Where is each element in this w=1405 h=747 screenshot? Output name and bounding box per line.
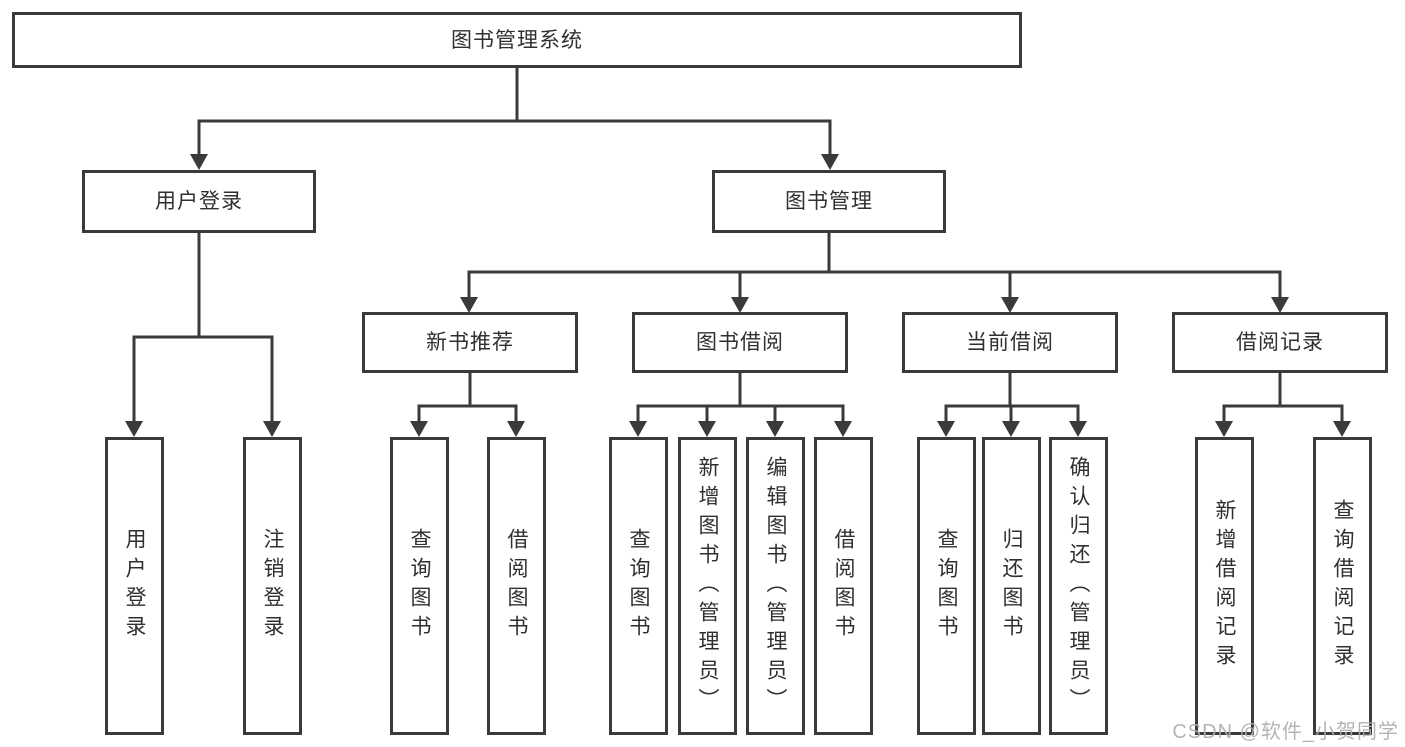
node-user-login: 用户登录 bbox=[82, 170, 316, 233]
node-edit-book-admin: 编辑图书（管理员） bbox=[746, 437, 805, 735]
node-label: 当前借阅 bbox=[966, 331, 1054, 354]
node-logout: 注销登录 bbox=[243, 437, 302, 735]
node-label: 新增图书（管理员） bbox=[696, 455, 719, 717]
node-query-borrow-record: 查询借阅记录 bbox=[1313, 437, 1372, 735]
node-label: 新书推荐 bbox=[426, 331, 514, 354]
node-label: 用户登录 bbox=[155, 190, 243, 213]
node-new-book-recommendation: 新书推荐 bbox=[362, 312, 578, 373]
node-label: 借阅图书 bbox=[505, 528, 528, 644]
node-label: 查询图书 bbox=[935, 528, 958, 644]
node-book-management: 图书管理 bbox=[712, 170, 946, 233]
node-return-books: 归还图书 bbox=[982, 437, 1041, 735]
node-user-login-leaf: 用户登录 bbox=[105, 437, 164, 735]
node-label: 借阅记录 bbox=[1236, 331, 1324, 354]
node-query-books-current: 查询图书 bbox=[917, 437, 976, 735]
node-label: 图书管理 bbox=[785, 190, 873, 213]
node-label: 查询图书 bbox=[627, 528, 650, 644]
node-label: 新增借阅记录 bbox=[1213, 499, 1236, 673]
csdn-watermark: CSDN @软件_小贺同学 bbox=[1172, 721, 1399, 743]
node-label: 图书管理系统 bbox=[451, 28, 583, 52]
node-label: 查询借阅记录 bbox=[1331, 499, 1354, 673]
node-add-book-admin: 新增图书（管理员） bbox=[678, 437, 737, 735]
node-label: 注销登录 bbox=[261, 528, 284, 644]
node-label: 借阅图书 bbox=[832, 528, 855, 644]
node-label: 图书借阅 bbox=[696, 331, 784, 354]
node-label: 归还图书 bbox=[1000, 528, 1023, 644]
node-query-books-borrowing: 查询图书 bbox=[609, 437, 668, 735]
node-borrowing-records: 借阅记录 bbox=[1172, 312, 1388, 373]
node-book-borrowing: 图书借阅 bbox=[632, 312, 848, 373]
node-add-borrow-record: 新增借阅记录 bbox=[1195, 437, 1254, 735]
node-book-management-system: 图书管理系统 bbox=[12, 12, 1022, 68]
node-borrow-books-recommend: 借阅图书 bbox=[487, 437, 546, 735]
node-label: 查询图书 bbox=[408, 528, 431, 644]
node-confirm-return-admin: 确认归还（管理员） bbox=[1049, 437, 1108, 735]
arrowhead-icons bbox=[125, 154, 1351, 437]
node-label: 确认归还（管理员） bbox=[1067, 455, 1090, 717]
node-current-borrowing: 当前借阅 bbox=[902, 312, 1118, 373]
node-label: 用户登录 bbox=[123, 528, 146, 644]
node-label: 编辑图书（管理员） bbox=[764, 455, 787, 717]
node-query-books-recommend: 查询图书 bbox=[390, 437, 449, 735]
node-borrow-books: 借阅图书 bbox=[814, 437, 873, 735]
